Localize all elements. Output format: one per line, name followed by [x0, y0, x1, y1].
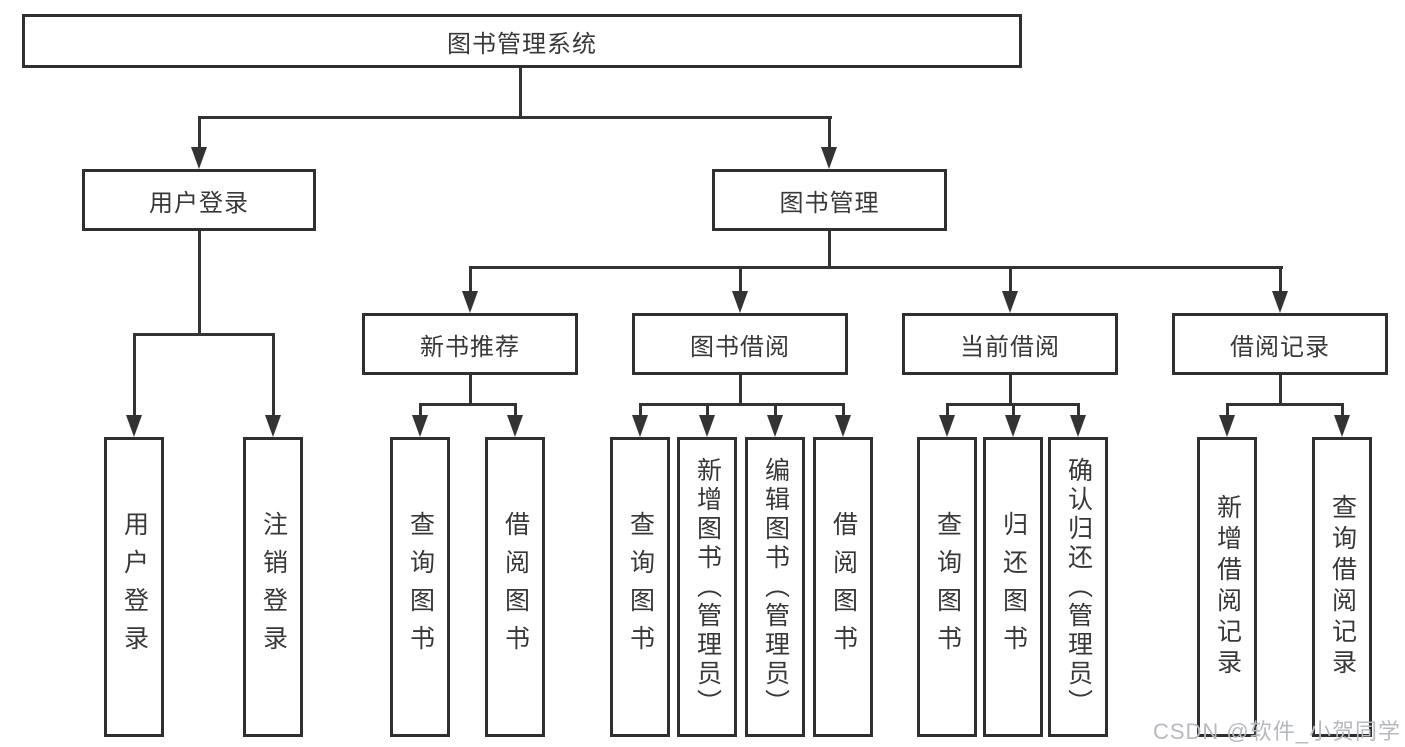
arrow-down-icon [835, 415, 851, 437]
connector-line [842, 403, 845, 417]
arrow-down-icon [632, 415, 648, 437]
arrow-down-icon [265, 415, 281, 437]
connector-line [1226, 403, 1229, 417]
arrow-down-icon [1272, 291, 1288, 313]
connector-line [1279, 266, 1282, 293]
arrow-down-icon [1002, 291, 1018, 313]
connector-line [133, 333, 136, 417]
connector-line [1226, 403, 1343, 406]
leaf-confirm-return-admin: 确认归还（管理员） [1048, 437, 1108, 737]
leaf-add-borrow-record: 新增借阅记录 [1197, 437, 1257, 737]
connector-line [514, 403, 517, 417]
connector-line [198, 116, 832, 119]
leaf-query-books-borrow: 查询图书 [610, 437, 670, 737]
node-root: 图书管理系统 [22, 14, 1022, 68]
arrow-down-icon [939, 415, 955, 437]
node-user-login: 用户登录 [82, 169, 316, 231]
arrow-down-icon [126, 415, 142, 437]
connector-line [469, 375, 472, 406]
arrow-down-icon [1334, 415, 1350, 437]
node-book-borrow: 图书借阅 [632, 313, 848, 375]
leaf-borrow-books-borrow: 借阅图书 [813, 437, 873, 737]
connector-line [828, 231, 831, 269]
arrow-down-icon [1219, 415, 1235, 437]
leaf-logout: 注销登录 [243, 437, 303, 737]
connector-line [1279, 375, 1282, 406]
connector-line [739, 266, 742, 293]
arrow-down-icon [767, 415, 783, 437]
connector-line [1009, 375, 1012, 406]
leaf-edit-book-admin: 编辑图书（管理员） [745, 437, 805, 737]
connector-line [706, 403, 709, 417]
leaf-return-book: 归还图书 [983, 437, 1043, 737]
node-borrow-records: 借阅记录 [1172, 313, 1388, 375]
node-new-book-recommend: 新书推荐 [362, 313, 578, 375]
connector-line [198, 231, 201, 335]
connector-line [419, 403, 422, 417]
leaf-query-books-recommend: 查询图书 [390, 437, 450, 737]
connector-line [469, 266, 1283, 269]
watermark-text: CSDN @软件_小贺同学 [1152, 719, 1401, 744]
arrow-down-icon [191, 147, 207, 169]
connector-line [1009, 266, 1012, 293]
arrow-down-icon [821, 147, 837, 169]
connector-line [1077, 403, 1080, 417]
leaf-query-borrow-record: 查询借阅记录 [1312, 437, 1372, 737]
connector-line [639, 403, 642, 417]
node-current-borrow: 当前借阅 [902, 313, 1118, 375]
connector-line [198, 116, 201, 148]
connector-line [946, 403, 949, 417]
arrow-down-icon [1005, 415, 1021, 437]
connector-line [828, 116, 831, 148]
arrow-down-icon [462, 291, 478, 313]
connector-line [774, 403, 777, 417]
connector-line [469, 266, 472, 293]
connector-line [272, 333, 275, 417]
leaf-add-book-admin: 新增图书（管理员） [677, 437, 737, 737]
arrow-down-icon [412, 415, 428, 437]
node-book-management: 图书管理 [712, 169, 947, 231]
connector-line [1341, 403, 1344, 417]
leaf-borrow-books-recommend: 借阅图书 [485, 437, 545, 737]
arrow-down-icon [507, 415, 523, 437]
leaf-query-books-current: 查询图书 [917, 437, 977, 737]
arrow-down-icon [1070, 415, 1086, 437]
connector-line [639, 403, 845, 406]
connector-line [739, 375, 742, 406]
connector-line [1012, 403, 1015, 417]
connector-line [419, 403, 517, 406]
arrow-down-icon [699, 415, 715, 437]
connector-line [519, 68, 522, 118]
arrow-down-icon [732, 291, 748, 313]
connector-line [133, 333, 275, 336]
leaf-user-login: 用户登录 [104, 437, 164, 737]
